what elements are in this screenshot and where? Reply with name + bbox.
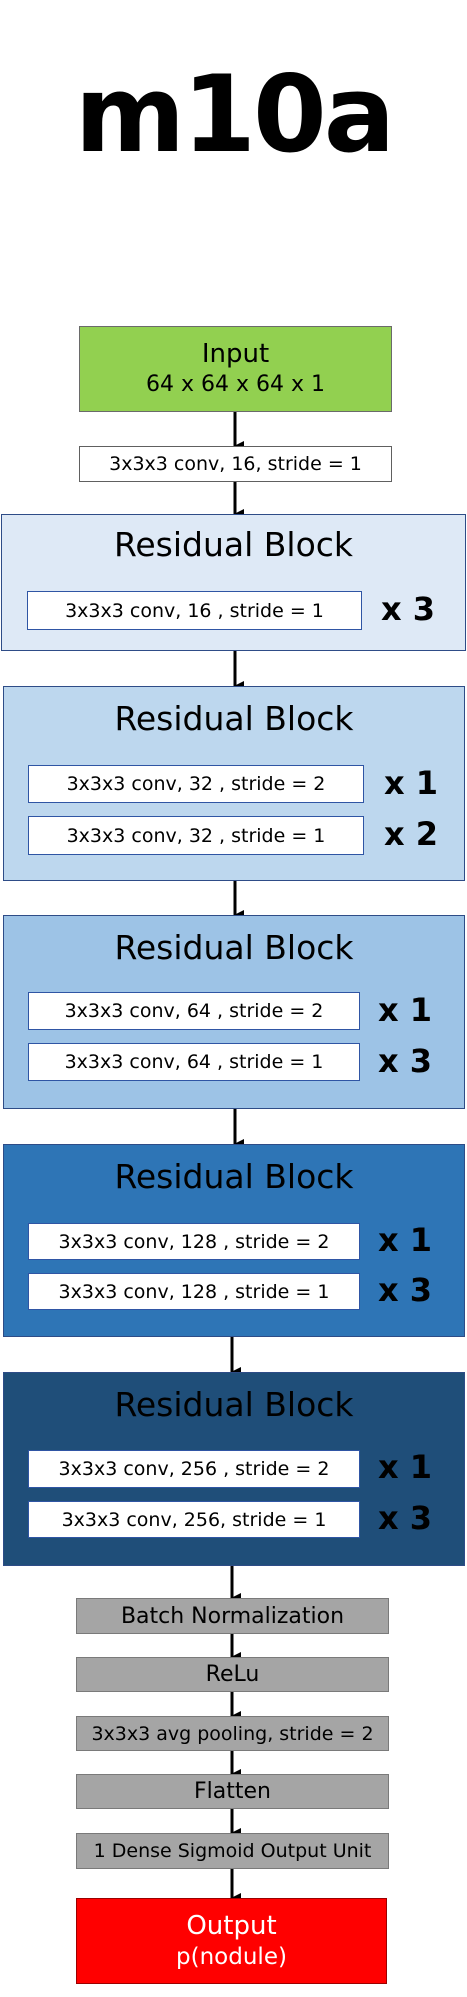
block-layer-multiplier: x 3: [378, 1499, 433, 1537]
block-layer-multiplier: x 1: [378, 1221, 433, 1259]
residual-block-3: Residual Block 3x3x3 conv, 64 , stride =…: [3, 915, 465, 1109]
block-layer-multiplier: x 3: [378, 1271, 433, 1309]
batch-norm-layer: Batch Normalization: [76, 1598, 389, 1634]
block-layer: 3x3x3 conv, 256, stride = 1: [28, 1501, 360, 1538]
block-layer: 3x3x3 conv, 128 , stride = 2: [28, 1223, 360, 1260]
avg-pool-layer: 3x3x3 avg pooling, stride = 2: [76, 1716, 389, 1751]
block-layer-multiplier: x 1: [378, 1448, 433, 1486]
input-label: Input: [201, 339, 270, 369]
block-layer: 3x3x3 conv, 16 , stride = 1: [27, 591, 362, 630]
stem-conv-node: 3x3x3 conv, 16, stride = 1: [79, 446, 392, 482]
dense-output-layer: 1 Dense Sigmoid Output Unit: [76, 1833, 389, 1869]
residual-block-4: Residual Block 3x3x3 conv, 128 , stride …: [3, 1144, 465, 1337]
block-layer-multiplier: x 1: [378, 991, 433, 1029]
block-layer-multiplier: x 3: [378, 1042, 433, 1080]
output-value: p(nodule): [176, 1944, 287, 1970]
block-layer: 3x3x3 conv, 256 , stride = 2: [28, 1450, 360, 1488]
block-layer-multiplier: x 3: [381, 590, 436, 628]
block-title: Residual Block: [114, 1157, 354, 1196]
block-title: Residual Block: [113, 525, 354, 564]
block-layer: 3x3x3 conv, 128 , stride = 1: [28, 1273, 360, 1310]
block-title: Residual Block: [114, 1385, 354, 1424]
block-layer-multiplier: x 2: [384, 815, 439, 853]
output-label: Output: [186, 1911, 277, 1941]
block-layer: 3x3x3 conv, 64 , stride = 2: [28, 992, 360, 1030]
input-node: Input 64 x 64 x 64 x 1: [79, 326, 392, 412]
residual-block-2: Residual Block 3x3x3 conv, 32 , stride =…: [3, 686, 465, 881]
residual-block-1: Residual Block 3x3x3 conv, 16 , stride =…: [1, 514, 466, 651]
output-node: Output p(nodule): [76, 1898, 387, 1984]
residual-block-5: Residual Block 3x3x3 conv, 256 , stride …: [3, 1372, 465, 1566]
diagram-title: m10a: [74, 53, 396, 176]
block-title: Residual Block: [114, 928, 354, 967]
relu-layer: ReLu: [76, 1657, 389, 1692]
block-layer: 3x3x3 conv, 32 , stride = 2: [28, 765, 364, 803]
block-title: Residual Block: [114, 699, 354, 738]
flatten-layer: Flatten: [76, 1774, 389, 1809]
block-layer: 3x3x3 conv, 32 , stride = 1: [28, 816, 364, 855]
block-layer: 3x3x3 conv, 64 , stride = 1: [28, 1043, 360, 1081]
input-shape: 64 x 64 x 64 x 1: [146, 372, 325, 397]
block-layer-multiplier: x 1: [384, 764, 439, 802]
